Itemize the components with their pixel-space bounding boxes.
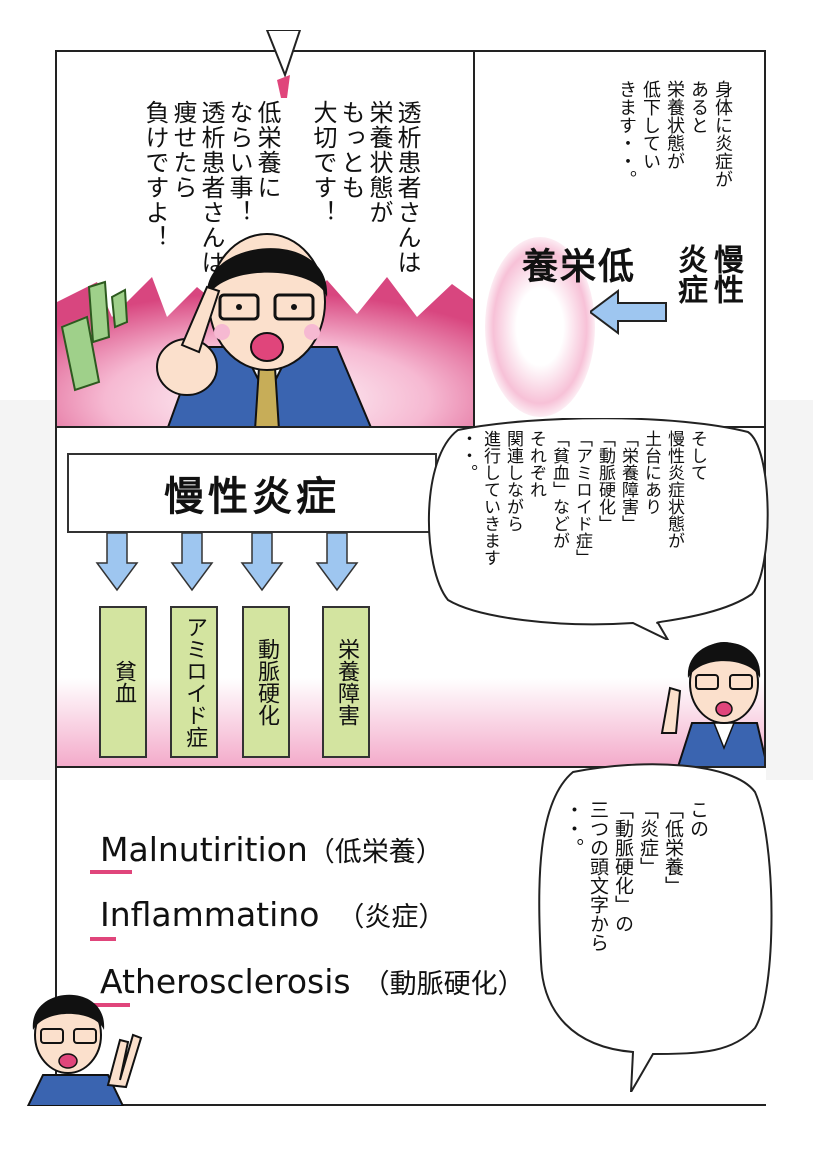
term-initial-m: M: [100, 830, 129, 869]
speech-tail: [265, 30, 302, 98]
panel2-narration: 身体に炎症が あると 栄養状態が 低下してい きます・・。: [616, 80, 733, 188]
term-initial-i: I: [100, 895, 110, 934]
panel3-speech: そして 慢性炎症状態が 土台にあり 「栄養障害」 「動脈硬化」 「アミロイド症」…: [457, 430, 707, 566]
term-rest: nflammatino: [109, 895, 320, 934]
term-jp: （低栄養）: [307, 837, 443, 868]
initial-underline-i: [90, 937, 116, 941]
speech-balloon-4: [538, 763, 773, 1092]
initial-underline-m: [90, 870, 132, 874]
box-arteriosclerosis: 動脈硬化: [242, 606, 290, 758]
panel1-speech: 透析患者さんは 栄養状態が もっとも 大切です！ 低栄養に ならい事！ 透析患者…: [141, 100, 421, 275]
doctor-character-small: [660, 642, 764, 766]
term-rest: therosclerosis: [122, 962, 351, 1001]
box-anemia: 貧血: [99, 606, 147, 758]
header-banner: 慢性炎症: [67, 453, 437, 533]
box-malnutrition: 栄養障害: [322, 606, 370, 758]
term-jp: （動脈硬化）: [362, 969, 525, 1000]
term-rest: alnutirition: [128, 830, 308, 869]
term-initial-a: A: [100, 962, 122, 1001]
term-inflammation: Inflammatino （炎症）: [100, 895, 445, 934]
doctor-character-peace: [26, 994, 143, 1106]
down-arrows: [95, 532, 359, 592]
panel-1: 透析患者さんは 栄養状態が もっとも 大切です！ 低栄養に ならい事！ 透析患者…: [55, 50, 475, 428]
term-malnutrition: Malnutirition（低栄養）: [100, 830, 443, 869]
speech-balloon-3: [427, 418, 769, 640]
panel4-speech: この 「低栄養」 「炎症」 「動脈硬化」の 三つの頭文字から ・・。: [562, 800, 709, 952]
chronic-inflammation-label: 慢性 炎症: [672, 244, 743, 304]
term-atherosclerosis: Atherosclerosis （動脈硬化）: [100, 962, 525, 1001]
low-nutrition-label: 低 栄 養: [516, 247, 633, 283]
term-jp: （炎症）: [337, 902, 446, 933]
panel-2: 身体に炎症が あると 栄養状態が 低下してい きます・・。 低 栄 養 慢性 炎…: [473, 50, 766, 428]
initial-underline-a: [90, 1003, 130, 1007]
left-arrow-icon: [590, 289, 667, 335]
box-amyloidosis: アミロイド症: [170, 606, 218, 758]
doctor-character: [156, 233, 372, 426]
header-banner-text: 慢性炎症: [164, 474, 340, 520]
low-nutrition-glow: [485, 237, 595, 417]
